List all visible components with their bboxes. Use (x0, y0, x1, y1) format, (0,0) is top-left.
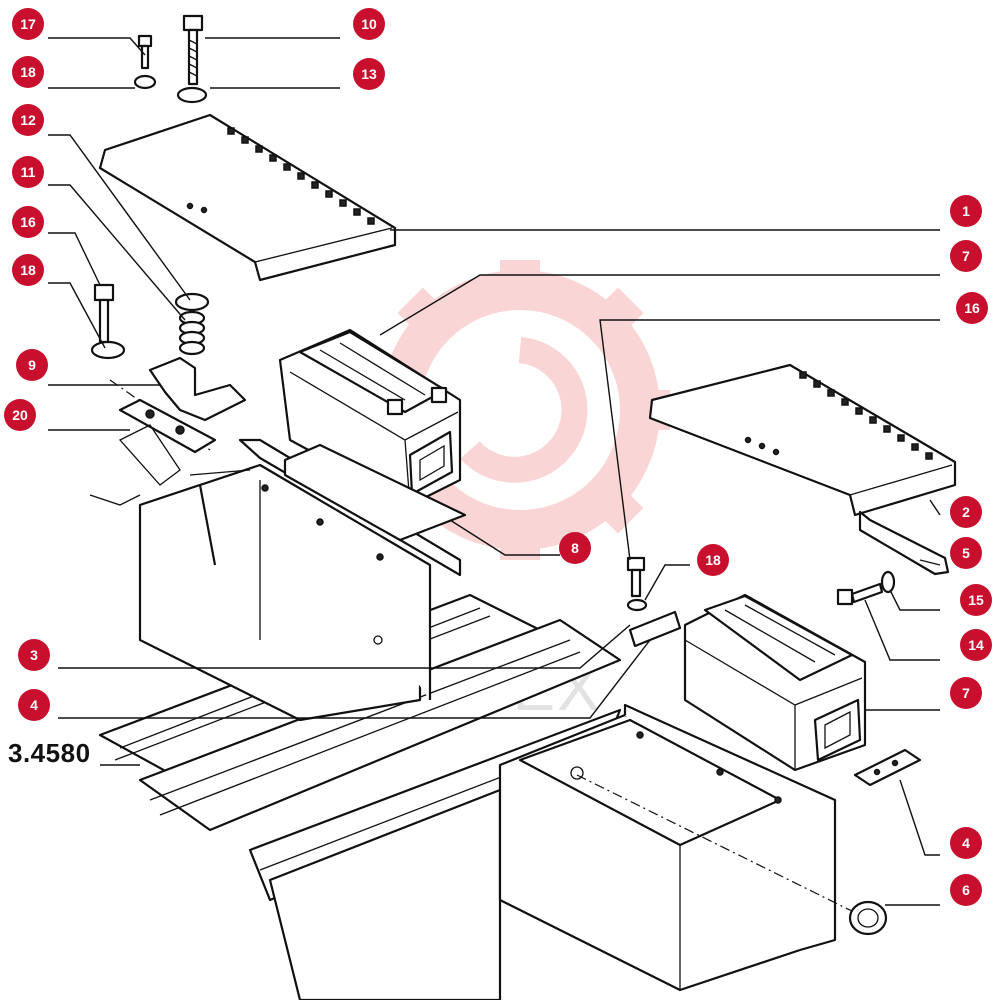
svg-text:16: 16 (964, 300, 980, 316)
callout-4-right: 4 (950, 827, 982, 859)
svg-text:6: 6 (962, 882, 970, 898)
callout-11: 11 (12, 156, 44, 188)
callout-18-left: 18 (12, 254, 44, 286)
callout-16-left: 16 (12, 206, 44, 238)
assembly-axis-line (576, 774, 871, 921)
svg-text:2: 2 (962, 504, 970, 520)
svg-text:16: 16 (20, 214, 36, 230)
left-battery (278, 328, 467, 542)
leader-lines (48, 37, 941, 906)
callout-16-right: 16 (956, 292, 988, 324)
battery-clamp (853, 748, 922, 787)
washer-12 (174, 292, 210, 312)
svg-text:17: 17 (20, 16, 36, 32)
svg-text:10: 10 (361, 16, 377, 32)
svg-text:15: 15 (968, 592, 984, 608)
callout-3: 3 (18, 639, 50, 671)
washer-18-left (90, 340, 126, 360)
callout-6: 6 (950, 874, 982, 906)
callout-7-right: 7 (950, 677, 982, 709)
spring-11 (178, 310, 206, 356)
clamp-plate (118, 398, 217, 454)
top-battery-cover (98, 113, 397, 282)
svg-text:3: 3 (30, 647, 38, 663)
washer-18-top (133, 74, 157, 90)
drawing-reference-number: 3.4580 (8, 738, 91, 768)
svg-text:13: 13 (361, 66, 377, 82)
right-battery (683, 593, 867, 772)
svg-text:12: 12 (20, 112, 36, 128)
callout-4-left: 4 (18, 689, 50, 721)
svg-text:20: 20 (12, 407, 28, 423)
svg-text:7: 7 (962, 685, 970, 701)
callout-14: 14 (960, 629, 992, 661)
right-battery-cover (648, 363, 957, 517)
callout-17: 17 (12, 8, 44, 40)
callout-18-right: 18 (697, 544, 729, 576)
callout-5: 5 (950, 537, 982, 569)
callout-1: 1 (950, 195, 982, 227)
svg-text:18: 18 (20, 64, 36, 80)
callout-9: 9 (16, 349, 48, 381)
washer-15 (880, 570, 896, 594)
callout-8: 8 (559, 532, 591, 564)
svg-text:7: 7 (962, 248, 970, 264)
bolt-14 (836, 582, 884, 606)
callout-15: 15 (960, 584, 992, 616)
screw-17 (137, 34, 153, 70)
svg-text:14: 14 (968, 637, 984, 653)
svg-text:4: 4 (30, 697, 38, 713)
callout-2: 2 (950, 496, 982, 528)
svg-text:11: 11 (21, 164, 36, 180)
svg-text:8: 8 (571, 540, 579, 556)
callout-7-top: 7 (950, 240, 982, 272)
callout-18-top-left: 18 (12, 56, 44, 88)
svg-text:5: 5 (962, 545, 970, 561)
hold-down-bracket (148, 356, 247, 422)
callout-20: 20 (4, 399, 36, 431)
bolt-10 (182, 14, 204, 86)
washer-13 (176, 86, 208, 104)
svg-text:18: 18 (20, 262, 36, 278)
right-battery-box (498, 703, 837, 992)
svg-text:1: 1 (962, 203, 970, 219)
base-plate (118, 424, 181, 486)
callout-10: 10 (353, 8, 385, 40)
svg-text:4: 4 (962, 835, 970, 851)
bolt-16-right (626, 556, 646, 598)
svg-text:18: 18 (705, 552, 721, 568)
svg-text:9: 9 (28, 357, 36, 373)
terminal-holder (628, 610, 682, 648)
callout-12: 12 (12, 104, 44, 136)
cover-bracket (858, 510, 950, 576)
callout-13: 13 (353, 58, 385, 90)
washer-18-right (626, 598, 648, 612)
grommet (848, 900, 888, 936)
